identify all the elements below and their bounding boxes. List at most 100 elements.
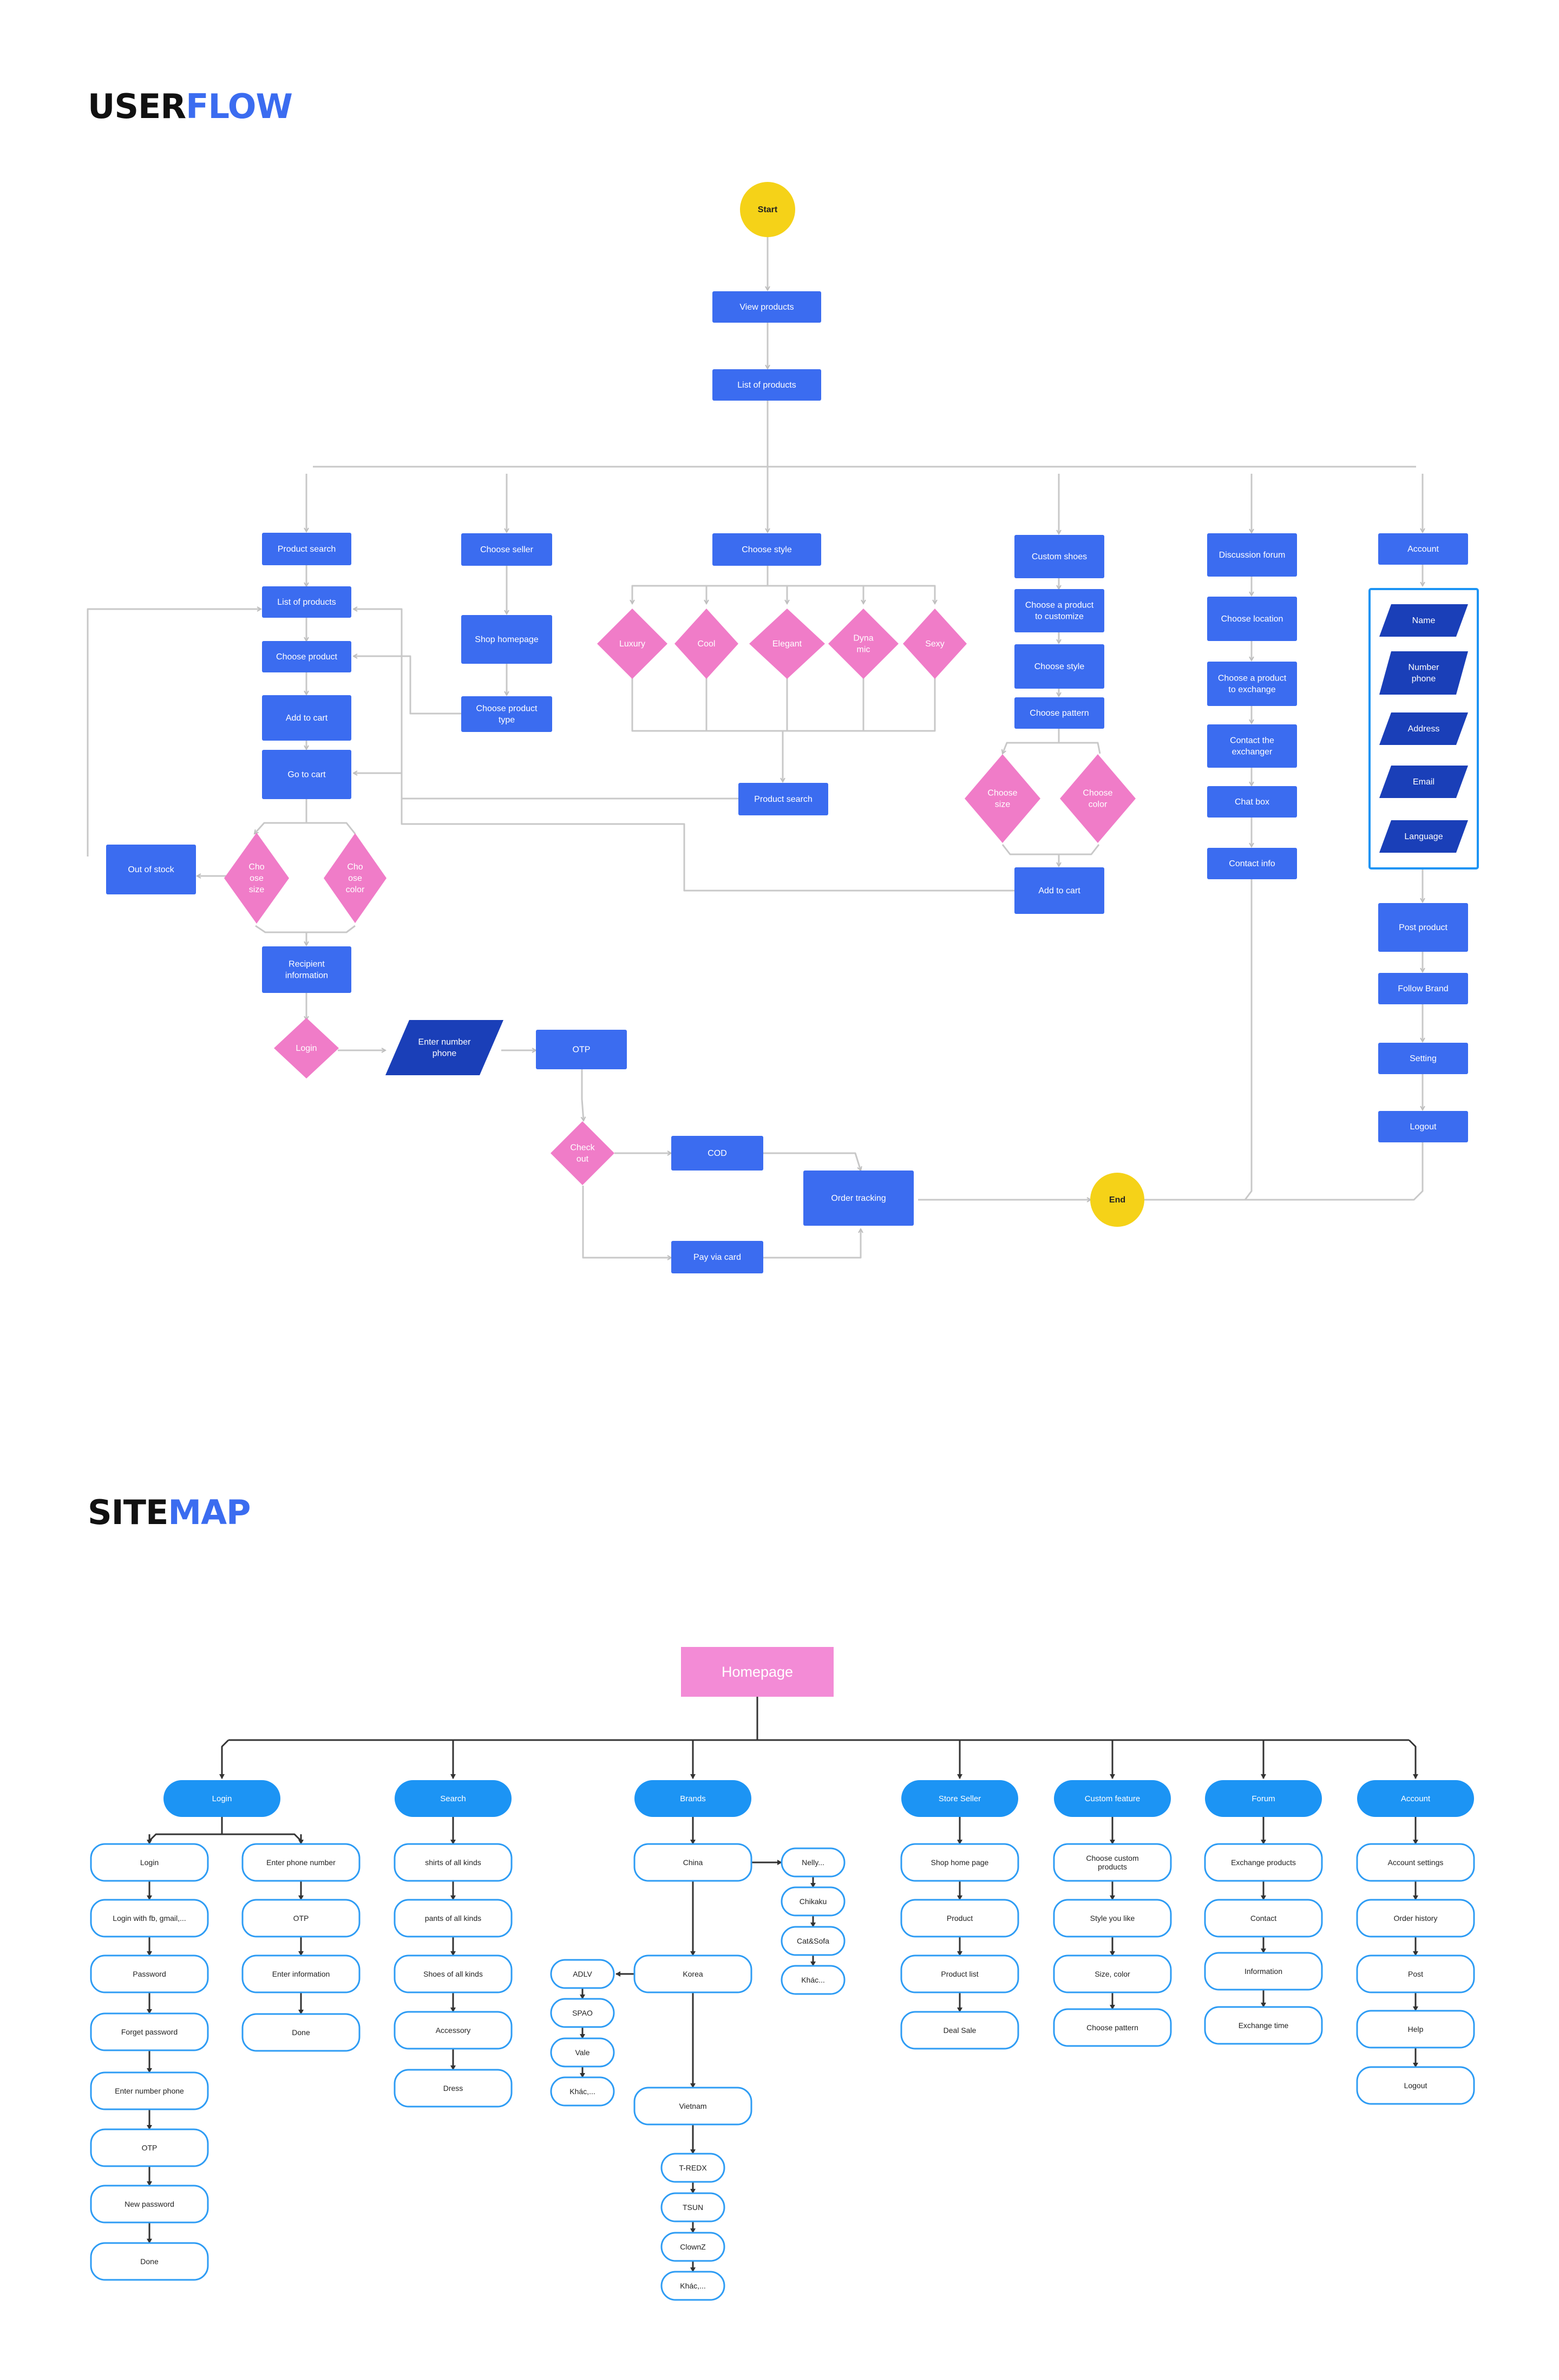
sitemap-custom-item-3: Choose pattern — [1053, 2008, 1172, 2047]
sitemap-login-item-0-label: Login — [140, 1858, 159, 1867]
address-field: Address — [1379, 712, 1468, 745]
flow-gocart-split2 — [306, 822, 356, 834]
sitemap-login-item-7: Done — [90, 2242, 209, 2281]
sitemap-title: SITEMAP — [88, 1493, 251, 1532]
flow-seller-back — [353, 656, 461, 715]
sitemap-seller-item-1: Product — [900, 1899, 1019, 1938]
chat-box-box: Chat box — [1207, 786, 1297, 818]
sitemap-korea-item-3-label: Khác,... — [569, 2087, 595, 2096]
sitemap-header-brands: Brands — [634, 1780, 751, 1817]
name-field: Name — [1379, 604, 1468, 637]
sexy-diamond: Sexy — [903, 609, 967, 679]
view-products-box-label: View products — [739, 303, 794, 312]
choose-style-box: Choose style — [712, 533, 821, 566]
language-field-label: Language — [1404, 832, 1443, 841]
go-to-cart-box-label: Go to cart — [287, 770, 326, 779]
luxury-diamond: Luxury — [597, 609, 667, 679]
sitemap-search-item-3: Accessory — [394, 2011, 513, 2050]
setting-box-label: Setting — [1410, 1054, 1437, 1063]
add-to-cart-box-label: Add to cart — [286, 714, 328, 723]
sitemap-search-item-3-label: Accessory — [436, 2026, 471, 2035]
flow-cs-split2 — [1059, 742, 1101, 754]
account-fields-group — [1368, 588, 1479, 869]
name-field-label: Name — [1412, 616, 1436, 625]
flow-card-tracking — [763, 1229, 861, 1259]
sitemap-search-item-0-label: shirts of all kinds — [425, 1858, 481, 1867]
sitemap-vietnam-item-2-label: ClownZ — [680, 2242, 706, 2251]
sitemap-login-r-item-3: Done — [241, 2013, 361, 2052]
sitemap-forum-item-1-label: Contact — [1250, 1914, 1276, 1923]
sitemap-login-item-3-label: Forget password — [121, 2028, 178, 2036]
sitemap-header-store_seller: Store Seller — [901, 1780, 1018, 1817]
flow-otp-checkout — [582, 1069, 584, 1121]
product-search-mid-box-label: Product search — [754, 795, 813, 804]
sitemap-custom-item-1: Style you like — [1053, 1899, 1172, 1938]
list-of-products-top-box: List of products — [712, 369, 821, 401]
sitemap-brand-korea: Korea — [633, 1954, 752, 1993]
homepage-node-label: Homepage — [722, 1664, 793, 1680]
contact-info-box: Contact info — [1207, 848, 1297, 879]
sitemap-login-item-5: OTP — [90, 2128, 209, 2167]
sitemap-header-account: Account — [1357, 1780, 1474, 1817]
sitemap-header-account-label: Account — [1401, 1794, 1431, 1803]
sitemap-korea-item-2: Vale — [550, 2037, 615, 2068]
sitemap-header-forum-label: Forum — [1252, 1794, 1275, 1803]
sitemap-search-item-0: shirts of all kinds — [394, 1843, 513, 1882]
flow-ac-end — [1136, 1142, 1424, 1200]
sitemap-forum-item-3-label: Exchange time — [1239, 2021, 1289, 2030]
sitemap-vietnam-item-1: TSUN — [660, 2192, 725, 2222]
sitemap-vietnam-item-1-label: TSUN — [683, 2203, 703, 2212]
order-tracking-box-label: Order tracking — [831, 1194, 886, 1203]
sitemap-login-item-6-label: New password — [125, 2200, 174, 2208]
sitemap-forum-item-0-label: Exchange products — [1231, 1858, 1296, 1867]
add-to-cart-right-box: Add to cart — [1014, 867, 1104, 914]
cool-diamond-label: Cool — [698, 639, 716, 649]
flow-gocart-split — [254, 799, 307, 834]
sitemap-search-item-2: Shoes of all kinds — [394, 1954, 513, 1993]
cod-box-label: COD — [708, 1149, 727, 1158]
sitemap-account-item-3-label: Help — [1408, 2025, 1424, 2034]
chat-box-box-label: Chat box — [1235, 797, 1269, 807]
list-of-products-top-box-label: List of products — [737, 381, 796, 390]
sitemap-korea-item-0-label: ADLV — [573, 1970, 592, 1978]
sitemap-seller-item-1-label: Product — [947, 1914, 973, 1923]
sitemap-header-search-label: Search — [440, 1794, 466, 1803]
sitemap-china-item-0: Nelly... — [781, 1847, 846, 1878]
sitemap-header-custom_feature: Custom feature — [1054, 1780, 1171, 1817]
sitemap-brand-korea-label: Korea — [683, 1970, 703, 1978]
sitemap-header-forum: Forum — [1205, 1780, 1322, 1817]
account-box-label: Account — [1407, 545, 1439, 554]
sitemap-header-login: Login — [163, 1780, 280, 1817]
login-diamond-label: Login — [296, 1044, 317, 1053]
sitemap-account-item-0-label: Account settings — [1388, 1858, 1444, 1867]
start-node: Start — [740, 182, 795, 237]
userflow-title-part1: USER — [88, 87, 186, 126]
choose-pattern-box: Choose pattern — [1014, 697, 1104, 729]
flow-cs-merge — [1001, 844, 1059, 866]
sitemap-login-item-7-label: Done — [140, 2257, 159, 2266]
sitemap-login-item-6: New password — [90, 2185, 209, 2224]
choose-location-box-label: Choose location — [1221, 614, 1283, 624]
sitemap-custom-item-2-label: Size, color — [1095, 1970, 1130, 1978]
product-search-box-label: Product search — [278, 545, 336, 554]
sitemap-login-item-1-label: Login with fb, gmail,... — [113, 1914, 186, 1923]
setting-box: Setting — [1378, 1043, 1468, 1074]
order-tracking-box: Order tracking — [803, 1171, 914, 1226]
login-diamond: Login — [274, 1018, 339, 1078]
post-product-box-label: Post product — [1399, 923, 1447, 932]
choose-style-custom-box: Choose style — [1014, 644, 1104, 689]
end-node: End — [1090, 1173, 1144, 1227]
sitemap-account-item-4: Logout — [1356, 2066, 1475, 2105]
sitemap-search-item-1-label: pants of all kinds — [425, 1914, 481, 1923]
sitemap-login-r-item-2: Enter information — [241, 1954, 361, 1993]
flow-style-sexy — [863, 585, 935, 604]
